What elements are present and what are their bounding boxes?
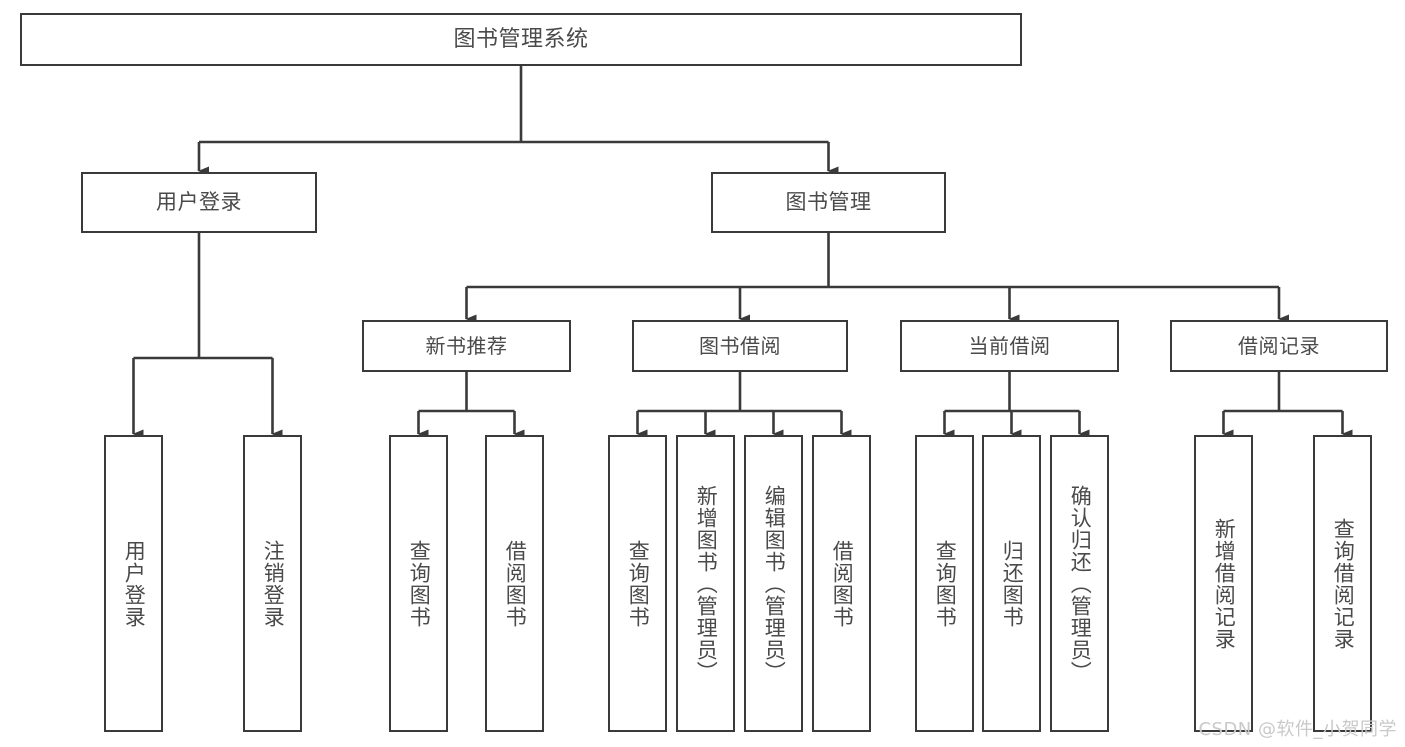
node-leaf-new-borrow[interactable]: 借阅图书 <box>485 435 544 732</box>
node-leaf-user-login[interactable]: 用户登录 <box>104 435 163 732</box>
node-label: 注销登录 <box>261 539 286 628</box>
node-records[interactable]: 借阅记录 <box>1170 320 1388 372</box>
node-label: 借阅记录 <box>1238 333 1320 358</box>
node-label: 图书管理 <box>785 190 872 215</box>
node-label: 确认归还（管理员） <box>1068 484 1093 683</box>
node-leaf-cur-confirm[interactable]: 确认归还（管理员） <box>1050 435 1109 732</box>
node-leaf-rec-add[interactable]: 新增借阅记录 <box>1194 435 1253 732</box>
node-label: 编辑图书（管理员） <box>762 484 787 683</box>
watermark-text: CSDN @软件_小贺同学 <box>1198 719 1397 740</box>
node-label: 查询图书 <box>407 539 432 628</box>
node-login[interactable]: 用户登录 <box>81 172 317 233</box>
node-leaf-br-borrow[interactable]: 借阅图书 <box>812 435 871 732</box>
node-leaf-rec-query[interactable]: 查询借阅记录 <box>1313 435 1372 732</box>
node-leaf-new-query[interactable]: 查询图书 <box>389 435 448 732</box>
node-label: 借阅图书 <box>830 539 855 628</box>
node-root[interactable]: 图书管理系统 <box>20 13 1022 66</box>
node-label: 查询借阅记录 <box>1331 517 1356 650</box>
node-label: 新增借阅记录 <box>1212 517 1237 650</box>
node-newbook[interactable]: 新书推荐 <box>362 320 571 372</box>
node-label: 新增图书（管理员） <box>694 484 719 683</box>
node-label: 借阅图书 <box>503 539 528 628</box>
node-label: 查询图书 <box>626 539 651 628</box>
node-label: 用户登录 <box>156 190 242 215</box>
node-label: 图书借阅 <box>699 333 781 358</box>
node-label: 图书管理系统 <box>453 26 589 52</box>
node-borrow[interactable]: 图书借阅 <box>632 320 848 372</box>
node-label: 查询图书 <box>933 539 958 628</box>
node-leaf-br-query[interactable]: 查询图书 <box>608 435 667 732</box>
node-leaf-br-add[interactable]: 新增图书（管理员） <box>676 435 735 732</box>
node-label: 新书推荐 <box>425 333 508 358</box>
node-leaf-br-edit[interactable]: 编辑图书（管理员） <box>744 435 803 732</box>
node-current[interactable]: 当前借阅 <box>900 320 1119 372</box>
node-leaf-cur-return[interactable]: 归还图书 <box>982 435 1041 732</box>
node-label: 用户登录 <box>122 539 147 628</box>
node-bookmgmt[interactable]: 图书管理 <box>711 172 946 233</box>
node-label: 归还图书 <box>1000 539 1025 628</box>
node-leaf-user-logout[interactable]: 注销登录 <box>243 435 302 732</box>
node-leaf-cur-query[interactable]: 查询图书 <box>915 435 974 732</box>
node-label: 当前借阅 <box>968 333 1051 358</box>
